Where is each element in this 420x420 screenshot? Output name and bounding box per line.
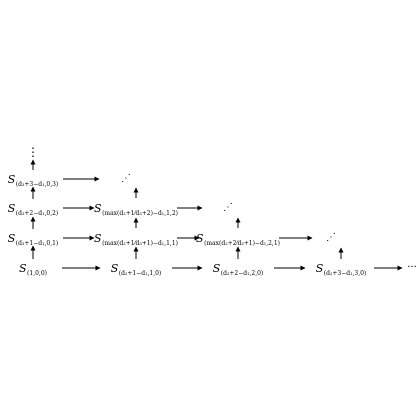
node-r2c0: S(d₃+2−d₁,0,2)	[7, 202, 59, 217]
node-r0c0: S(1,0,0)	[19, 262, 47, 277]
node-r2c1: S(max(d₂+1⁄d₃+2)−d₁,1,2)	[94, 202, 178, 217]
node-r1c2: S(max(d₂+2⁄d₃+1)−d₁,2,1)	[196, 232, 280, 247]
hdots-row0: ···	[407, 262, 417, 273]
vdots-column0: ⋮	[27, 145, 39, 159]
node-r1c1: S(max(d₂+1⁄d₃+1)−d₁,1,1)	[94, 232, 178, 247]
ddots-row3: ⋰	[121, 173, 131, 184]
node-r0c1: S(d₂+1−d₁,1,0)	[110, 262, 162, 277]
ddots-row1: ⋰	[326, 232, 336, 243]
node-r0c2: S(d₂+2−d₁,2,0)	[212, 262, 264, 277]
ddots-row2: ⋰	[223, 202, 233, 213]
node-r0c3: S(d₂+3−d₁,3,0)	[315, 262, 367, 277]
node-r3c0: S(d₃+3−d₁,0,3)	[7, 173, 59, 188]
node-r1c0: S(d₃+1−d₁,0,1)	[7, 232, 59, 247]
